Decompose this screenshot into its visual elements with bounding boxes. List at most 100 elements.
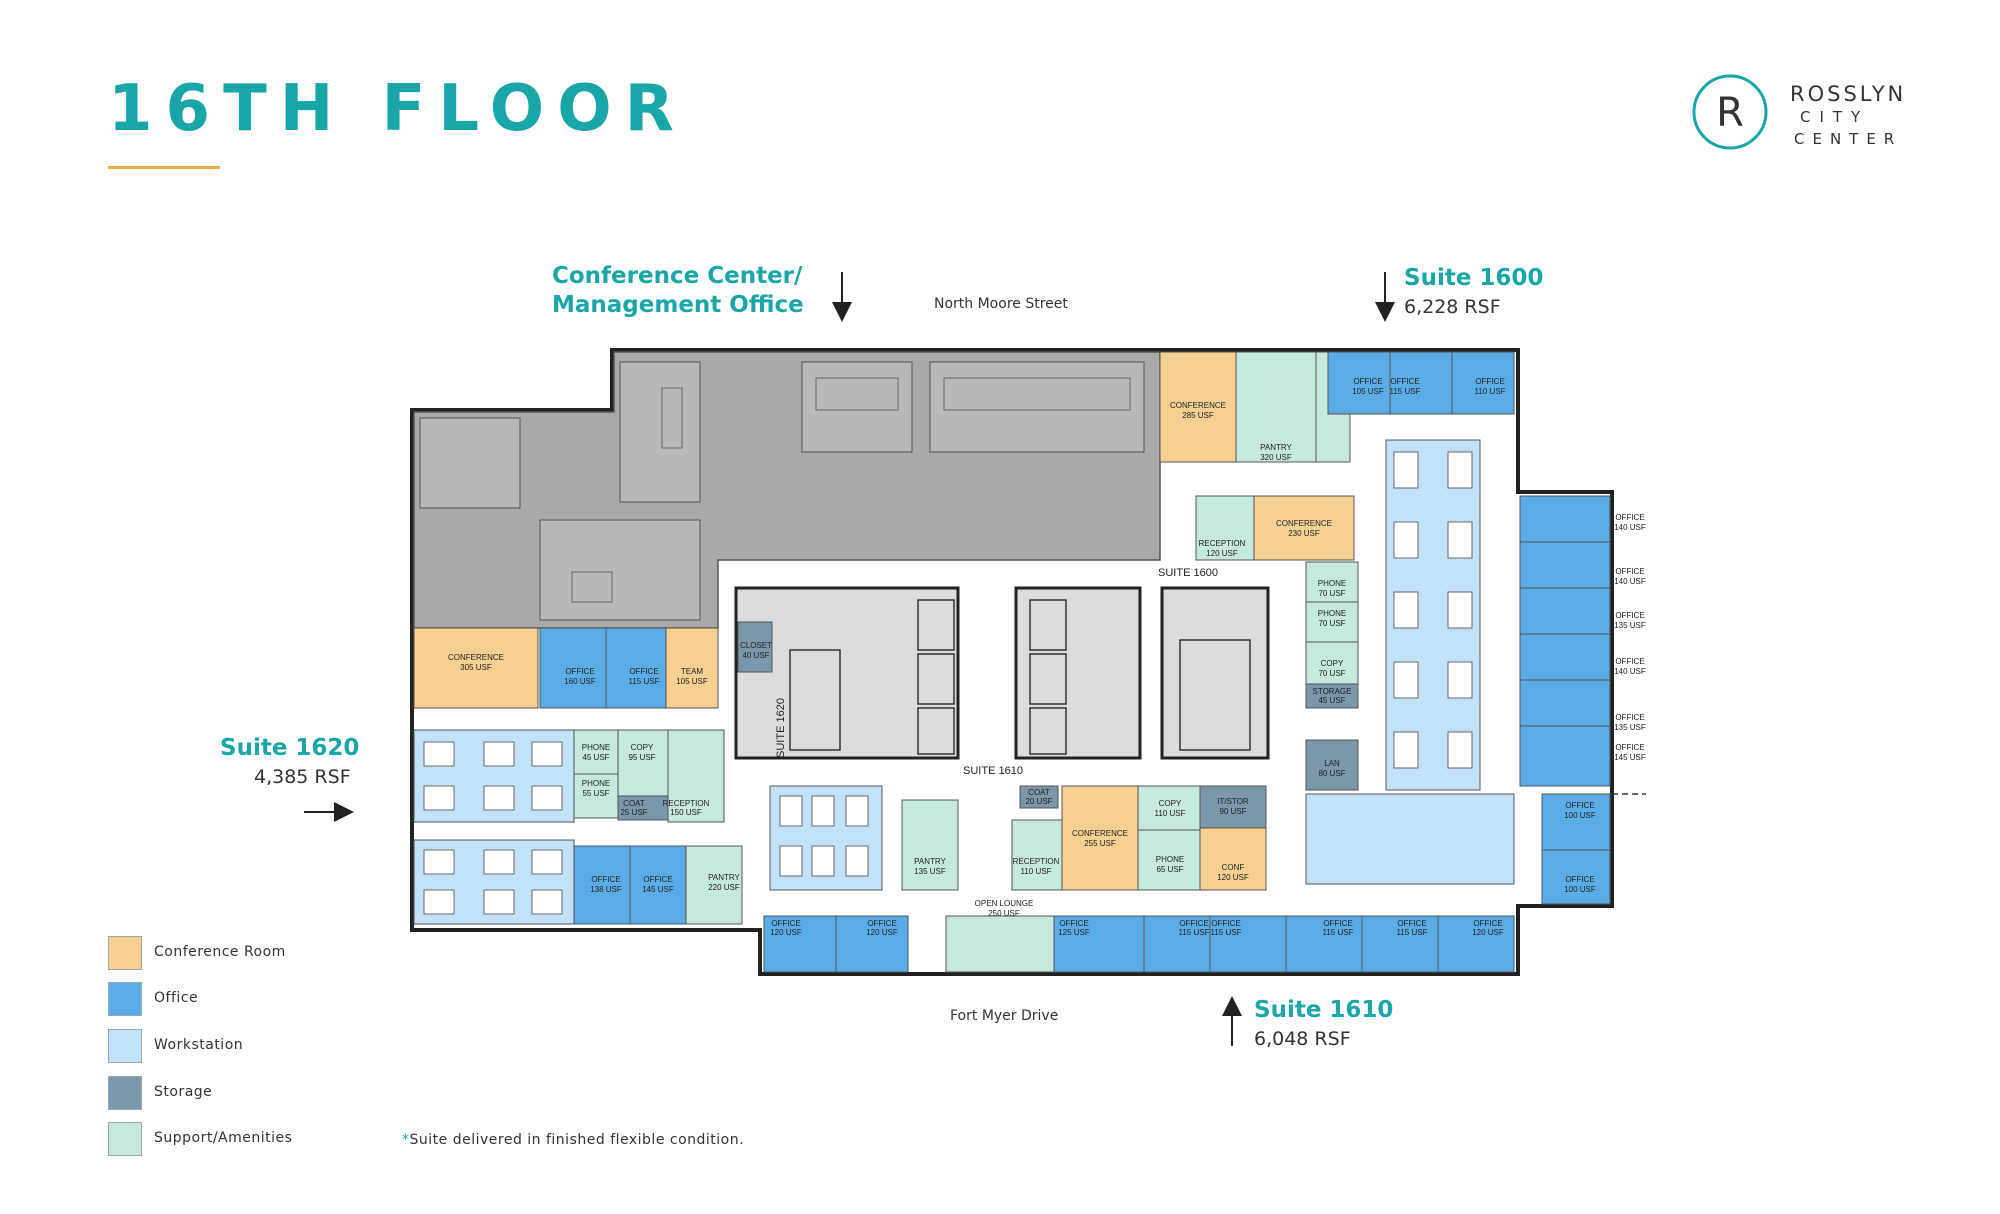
room-reception-120 bbox=[1195, 495, 1255, 561]
svg-text:110 USF: 110 USF bbox=[1021, 867, 1052, 876]
svg-text:105 USF: 105 USF bbox=[676, 677, 708, 686]
logo-line-2: CITY bbox=[1800, 108, 1870, 126]
svg-text:OFFICE: OFFICE bbox=[1615, 567, 1644, 576]
room-office-140c bbox=[1519, 633, 1611, 681]
legend-label: Office bbox=[154, 990, 199, 1006]
svg-text:OFFICE: OFFICE bbox=[1565, 801, 1594, 810]
svg-text:70 USF: 70 USF bbox=[1318, 619, 1345, 628]
svg-text:120 USF: 120 USF bbox=[770, 928, 802, 937]
svg-text:PANTRY: PANTRY bbox=[708, 873, 740, 882]
svg-text:COAT: COAT bbox=[623, 799, 645, 808]
svg-text:45 USF: 45 USF bbox=[1318, 696, 1345, 705]
svg-text:CLOSET: CLOSET bbox=[740, 641, 772, 650]
north-street-label: North Moore Street bbox=[934, 296, 1068, 312]
svg-text:115 USF: 115 USF bbox=[1323, 928, 1354, 937]
svg-text:LAN: LAN bbox=[1324, 759, 1340, 768]
legend-label: Conference Room bbox=[154, 944, 286, 960]
room-office-120-s2 bbox=[835, 915, 909, 973]
svg-text:OFFICE: OFFICE bbox=[565, 667, 594, 676]
svg-text:285 USF: 285 USF bbox=[1182, 411, 1214, 420]
svg-text:115 USF: 115 USF bbox=[629, 677, 660, 686]
svg-text:135 USF: 135 USF bbox=[1614, 621, 1646, 630]
legend-swatch bbox=[108, 1122, 142, 1156]
svg-text:65 USF: 65 USF bbox=[1156, 865, 1183, 874]
room-reception-150 bbox=[667, 729, 725, 823]
workstation-desks bbox=[779, 795, 869, 877]
room-copy-70 bbox=[1305, 641, 1359, 685]
svg-text:95 USF: 95 USF bbox=[628, 753, 655, 762]
room-office-140b bbox=[1519, 541, 1611, 589]
svg-text:OFFICE: OFFICE bbox=[1473, 919, 1502, 928]
svg-text:138 USF: 138 USF bbox=[590, 885, 622, 894]
svg-text:120 USF: 120 USF bbox=[1206, 549, 1238, 558]
suite-1610-name: Suite 1610 bbox=[1254, 997, 1394, 1023]
svg-text:110 USF: 110 USF bbox=[1155, 809, 1186, 818]
room-office-115-s4 bbox=[1361, 915, 1439, 973]
svg-text:220 USF: 220 USF bbox=[708, 883, 740, 892]
room-office-145 bbox=[1519, 725, 1611, 787]
logo-line-3: CENTER bbox=[1794, 130, 1903, 148]
svg-text:OFFICE: OFFICE bbox=[1615, 513, 1644, 522]
conference-center-room bbox=[929, 361, 1145, 453]
svg-text:115 USF: 115 USF bbox=[1390, 387, 1421, 396]
room-office-135 bbox=[1519, 587, 1611, 635]
room-office-140 bbox=[1519, 495, 1611, 543]
svg-text:145 USF: 145 USF bbox=[642, 885, 674, 894]
svg-text:OFFICE: OFFICE bbox=[1397, 919, 1426, 928]
suite-1620-rsf: 4,385 RSF bbox=[254, 766, 351, 788]
svg-text:OFFICE: OFFICE bbox=[1323, 919, 1352, 928]
room-office-105 bbox=[1327, 351, 1391, 415]
room-office-125 bbox=[1053, 915, 1145, 973]
svg-text:RECEPTION: RECEPTION bbox=[1199, 539, 1246, 548]
building-core bbox=[734, 586, 960, 760]
svg-text:120 USF: 120 USF bbox=[866, 928, 898, 937]
svg-text:PHONE: PHONE bbox=[582, 779, 610, 788]
footnote-star: * bbox=[402, 1132, 410, 1148]
room-office-135b bbox=[1519, 679, 1611, 727]
room-office-115-1620 bbox=[605, 627, 667, 709]
svg-text:125 USF: 125 USF bbox=[1058, 928, 1090, 937]
svg-text:110 USF: 110 USF bbox=[1475, 387, 1506, 396]
svg-text:115 USF: 115 USF bbox=[1211, 928, 1242, 937]
room-reception-110 bbox=[1011, 819, 1063, 891]
room-team-105 bbox=[665, 627, 719, 709]
room-office-110 bbox=[1451, 351, 1515, 415]
room-office-145-1620 bbox=[629, 845, 687, 925]
svg-text:RECEPTION: RECEPTION bbox=[1013, 857, 1060, 866]
svg-text:CONFERENCE: CONFERENCE bbox=[1072, 829, 1128, 838]
svg-text:20 USF: 20 USF bbox=[1025, 797, 1052, 806]
svg-text:STORAGE: STORAGE bbox=[1313, 687, 1352, 696]
suite-1610-plan-label: SUITE 1610 bbox=[963, 765, 1023, 777]
svg-text:RECEPTION: RECEPTION bbox=[663, 799, 710, 808]
svg-text:70 USF: 70 USF bbox=[1318, 589, 1345, 598]
svg-text:PHONE: PHONE bbox=[582, 743, 610, 752]
svg-text:TEAM: TEAM bbox=[681, 667, 704, 676]
suite-1610-rsf: 6,048 RSF bbox=[1254, 1028, 1351, 1050]
svg-text:250 USF: 250 USF bbox=[988, 909, 1020, 918]
room-lan-80 bbox=[1305, 739, 1359, 791]
title-underline bbox=[108, 166, 220, 169]
room-phone-55 bbox=[573, 773, 619, 819]
svg-text:40 USF: 40 USF bbox=[742, 651, 769, 660]
svg-text:100 USF: 100 USF bbox=[1564, 811, 1596, 820]
svg-text:IT/STOR: IT/STOR bbox=[1217, 797, 1249, 806]
svg-text:135 USF: 135 USF bbox=[914, 867, 946, 876]
footnote-text: Suite delivered in finished flexible con… bbox=[409, 1132, 745, 1148]
svg-text:115 USF: 115 USF bbox=[1397, 928, 1428, 937]
logo-line-1: ROSSLYN bbox=[1790, 82, 1907, 106]
svg-text:55 USF: 55 USF bbox=[582, 789, 609, 798]
svg-text:OFFICE: OFFICE bbox=[771, 919, 800, 928]
svg-text:105 USF: 105 USF bbox=[1352, 387, 1384, 396]
legend-swatch bbox=[108, 936, 142, 970]
svg-text:160 USF: 160 USF bbox=[564, 677, 596, 686]
svg-text:PHONE: PHONE bbox=[1156, 855, 1184, 864]
logo-letter: R bbox=[1716, 90, 1744, 136]
svg-text:OFFICE: OFFICE bbox=[1615, 611, 1644, 620]
svg-text:PANTRY: PANTRY bbox=[1260, 443, 1292, 452]
svg-text:OFFICE: OFFICE bbox=[1390, 377, 1419, 386]
legend-label: Storage bbox=[154, 1084, 213, 1100]
suite-1600-name: Suite 1600 bbox=[1404, 265, 1544, 291]
svg-text:115 USF: 115 USF bbox=[1179, 928, 1210, 937]
room-office-160 bbox=[539, 627, 607, 709]
conference-center-room bbox=[419, 417, 521, 509]
